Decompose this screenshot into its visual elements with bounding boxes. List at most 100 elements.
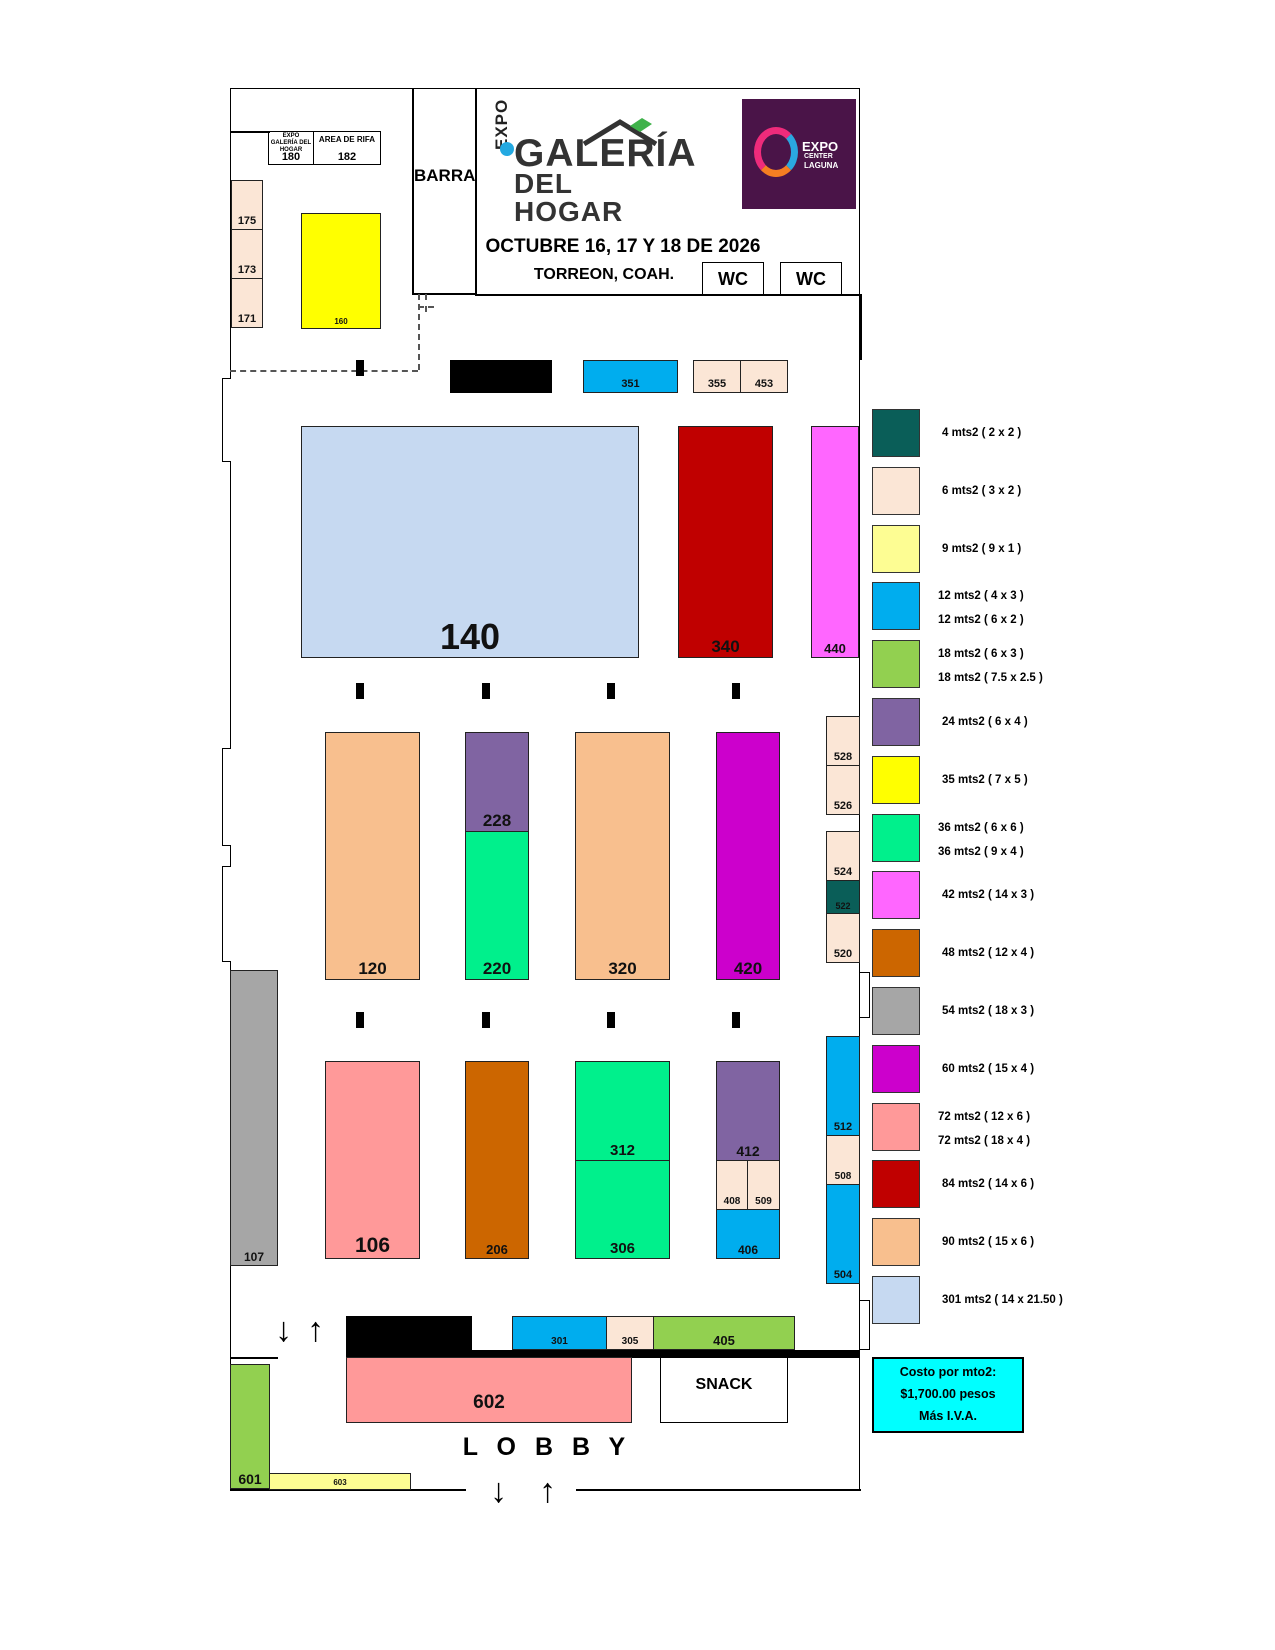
barra-wall-bottom xyxy=(412,293,476,295)
booth-140[interactable]: 140 xyxy=(301,426,639,658)
booth-526[interactable]: 526 xyxy=(826,765,860,815)
booth-412[interactable]: 412 xyxy=(716,1061,780,1161)
booth-528[interactable]: 528 xyxy=(826,716,860,766)
booth-504[interactable]: 504 xyxy=(826,1184,860,1284)
lobby-label: L O B B Y xyxy=(462,1433,632,1461)
event-date: OCTUBRE 16, 17 Y 18 DE 2026 xyxy=(485,236,761,257)
legend-swatch xyxy=(872,1045,920,1093)
booth-355[interactable]: 355 xyxy=(693,360,741,393)
booth-206[interactable]: 206 xyxy=(465,1061,529,1259)
booth-520[interactable]: 520 xyxy=(826,913,860,963)
legend-label: 42 mts2 ( 14 x 3 ) xyxy=(942,889,1035,901)
booth-305[interactable]: 305 xyxy=(606,1316,654,1350)
legend-label: 72 mts2 ( 12 x 6 ) xyxy=(938,1111,1031,1123)
booth-171[interactable]: 171 xyxy=(231,278,263,328)
expo-center-logo: EXPO CENTER LAGUNA xyxy=(742,99,856,209)
legend-label: 4 mts2 ( 2 x 2 ) xyxy=(942,427,1022,439)
cost-line-3: Más I.V.A. xyxy=(919,1409,977,1423)
legend-label: 36 mts2 ( 9 x 4 ) xyxy=(938,846,1024,858)
booth-601[interactable]: 601 xyxy=(230,1364,270,1489)
booth-408[interactable]: 408 xyxy=(716,1160,748,1210)
wc-label-1: WC xyxy=(718,269,748,289)
booth-312[interactable]: 312 xyxy=(575,1061,670,1161)
booth-120[interactable]: 120 xyxy=(325,732,420,980)
pillar xyxy=(607,683,615,699)
legend-label: 72 mts2 ( 18 x 4 ) xyxy=(938,1135,1031,1147)
snack-area[interactable]: SNACK xyxy=(660,1357,788,1423)
legend-label: 18 mts2 ( 6 x 3 ) xyxy=(938,648,1024,660)
pillar xyxy=(732,683,740,699)
booth-509[interactable]: 509 xyxy=(747,1160,780,1210)
booth-405[interactable]: 405 xyxy=(653,1316,795,1350)
booth-160[interactable]: 160 xyxy=(301,213,381,329)
rifa-number: 182 xyxy=(337,151,357,163)
wc-room-2[interactable]: WC xyxy=(780,262,842,295)
top-rooms-wall xyxy=(475,294,860,296)
pillar xyxy=(356,683,364,699)
legend-swatch xyxy=(872,409,920,457)
booth-301[interactable]: 301 xyxy=(512,1316,607,1350)
legend-swatch xyxy=(872,1276,920,1324)
logo-line1: GALERÍA xyxy=(514,132,697,175)
booth-320[interactable]: 320 xyxy=(575,732,670,980)
legend-swatch xyxy=(872,698,920,746)
booth-453[interactable]: 453 xyxy=(740,360,788,393)
logo-e-icon xyxy=(754,127,798,177)
dashed-boundary xyxy=(418,294,420,370)
dashed-boundary xyxy=(230,370,418,372)
bottom-wall-right xyxy=(576,1489,861,1491)
legend-label: 36 mts2 ( 6 x 6 ) xyxy=(938,822,1024,834)
booth-175[interactable]: 175 xyxy=(231,180,263,230)
legend-label: 12 mts2 ( 4 x 3 ) xyxy=(938,590,1024,602)
wc-room-1[interactable]: WC xyxy=(702,262,764,295)
legend-label: 9 mts2 ( 9 x 1 ) xyxy=(942,543,1022,555)
booth-524[interactable]: 524 xyxy=(826,831,860,881)
cost-line-2: $1,700.00 pesos xyxy=(900,1387,996,1401)
booth-351[interactable]: 351 xyxy=(583,360,678,393)
east-wall-notch xyxy=(860,972,870,1018)
west-wall-notch xyxy=(222,378,231,462)
venue-line3: LAGUNA xyxy=(804,161,839,170)
barra-label: BARRA xyxy=(414,166,476,185)
legend-label: 84 mts2 ( 14 x 6 ) xyxy=(942,1178,1035,1190)
booth-406[interactable]: 406 xyxy=(716,1209,780,1259)
legend-swatch xyxy=(872,1103,920,1151)
rifa-label: AREA DE RIFA xyxy=(318,135,376,144)
east-wall-upper xyxy=(860,294,862,360)
booth-220[interactable]: 220 xyxy=(465,831,529,980)
legend-label: 90 mts2 ( 15 x 6 ) xyxy=(942,1236,1035,1248)
booth-508[interactable]: 508 xyxy=(826,1135,860,1185)
expo-galeria-box[interactable]: EXPO GALERÍA DEL HOGAR 180 xyxy=(268,131,314,165)
booth-306[interactable]: 306 xyxy=(575,1160,670,1259)
booth-603[interactable]: 603 xyxy=(269,1473,411,1490)
booth-106[interactable]: 106 xyxy=(325,1061,420,1259)
legend-swatch xyxy=(872,987,920,1035)
arrow-down-icon: ↓ xyxy=(275,1311,292,1349)
legend-label: 12 mts2 ( 6 x 2 ) xyxy=(938,614,1024,626)
logo-dot xyxy=(500,142,514,156)
top-left-divider xyxy=(230,131,270,133)
rifa-box[interactable]: AREA DE RIFA 182 xyxy=(313,131,381,165)
arrow-up-icon: ↑ xyxy=(539,1472,556,1510)
booth-228[interactable]: 228 xyxy=(465,732,529,832)
booth-420[interactable]: 420 xyxy=(716,732,780,980)
event-city: TORREON, COAH. xyxy=(533,266,675,283)
booth-340[interactable]: 340 xyxy=(678,426,773,658)
pillar xyxy=(607,1012,615,1028)
legend-swatch xyxy=(872,1218,920,1266)
booth-512[interactable]: 512 xyxy=(826,1036,860,1136)
booth-107[interactable]: 107 xyxy=(230,970,278,1266)
legend-label: 54 mts2 ( 18 x 3 ) xyxy=(942,1005,1035,1017)
booth-440[interactable]: 440 xyxy=(811,426,859,658)
booth-522[interactable]: 522 xyxy=(826,880,860,914)
booth-602[interactable]: 602 xyxy=(346,1357,632,1423)
legend-swatch xyxy=(872,525,920,573)
header-wall xyxy=(475,88,477,294)
booth-173[interactable]: 173 xyxy=(231,229,263,279)
legend-swatch xyxy=(872,871,920,919)
legend-label: 24 mts2 ( 6 x 4 ) xyxy=(942,716,1028,728)
legend-swatch xyxy=(872,1160,920,1208)
legend-label: 18 mts2 ( 7.5 x 2.5 ) xyxy=(938,672,1043,684)
legend-swatch xyxy=(872,756,920,804)
legend-label: 301 mts2 ( 14 x 21.50 ) xyxy=(942,1294,1063,1306)
